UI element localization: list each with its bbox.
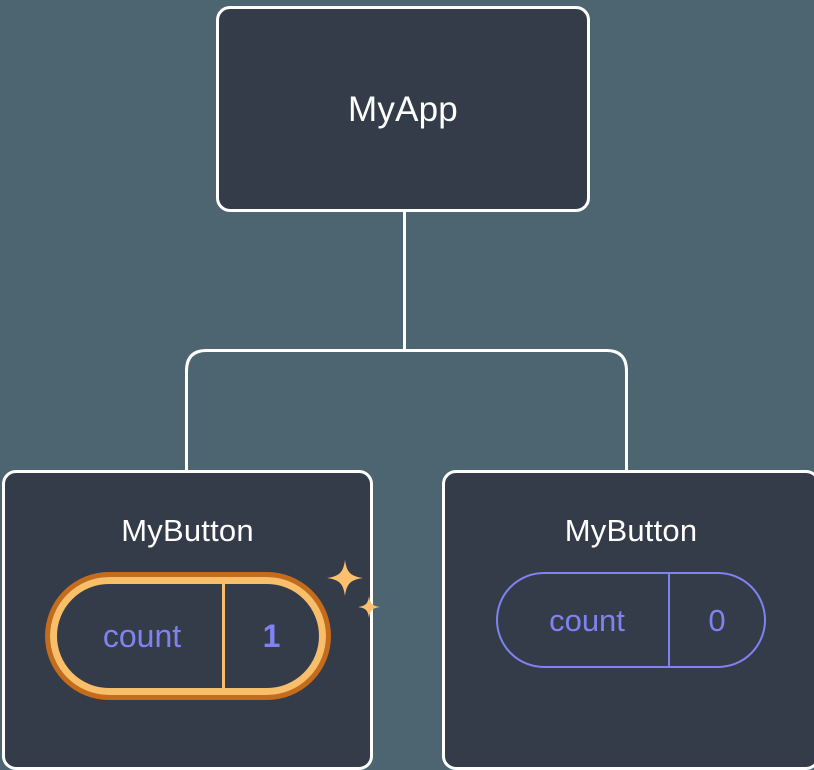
diagram-canvas: MyApp MyButton count 1 MyButton count 0 [2,6,814,770]
state-pill-highlighted[interactable]: count 1 [44,572,331,700]
state-value: 0 [668,574,764,666]
component-label: MyButton [564,513,698,548]
component-label: MyButton [121,513,254,548]
connector-child-bus [185,349,628,470]
component-label: MyApp [348,89,458,129]
state-key: count [102,618,182,654]
state-value: 1 [221,584,319,688]
component-node-mybutton-left[interactable]: MyButton count 1 [2,470,380,770]
state-key: count [549,602,625,638]
connector-lines [185,212,628,470]
component-node-myapp[interactable]: MyApp [216,6,590,212]
state-pill-wrapper: count 1 [44,560,380,700]
state-pill-plain[interactable]: count 0 [496,572,766,668]
state-pill-wrapper: count 0 [496,572,766,668]
component-node-mybutton-right[interactable]: MyButton count 0 [442,470,814,770]
state-pill-inner: count 1 [49,577,326,695]
